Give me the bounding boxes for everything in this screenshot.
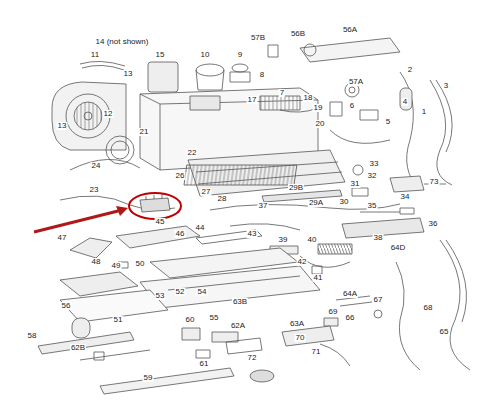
callout-number: 70 <box>295 334 306 342</box>
callout-number: 8 <box>259 71 265 79</box>
callout-number: 42 <box>297 258 308 266</box>
callout-number: 32 <box>367 172 378 180</box>
callout-number: 63A <box>289 320 305 328</box>
callout-number: 60 <box>185 316 196 324</box>
callout-number: 44 <box>195 224 206 232</box>
callout-number: 38 <box>373 234 384 242</box>
callout-number: 62A <box>230 322 246 330</box>
callout-number: 73 <box>429 178 440 186</box>
callout-number: 65 <box>439 328 450 336</box>
callout-number: 67 <box>373 296 384 304</box>
callout-number: 57A <box>348 78 364 86</box>
callout-number: 50 <box>135 260 146 268</box>
callout-number: 57B <box>250 34 266 42</box>
callout-number: 63B <box>232 298 248 306</box>
callout-number: 17 <box>247 96 258 104</box>
callout-number: 68 <box>423 304 434 312</box>
callout-number: 35 <box>367 202 378 210</box>
callout-number: 48 <box>91 258 102 266</box>
callout-number: 5 <box>385 118 391 126</box>
callout-number: 20 <box>315 120 326 128</box>
callout-number: 24 <box>91 162 102 170</box>
callout-number: 47 <box>57 234 68 242</box>
callout-number: 12 <box>103 110 114 118</box>
callout-number: 41 <box>313 274 324 282</box>
callout-number: 14 (not shown) <box>95 38 150 46</box>
callout-number: 29A <box>308 199 324 207</box>
callout-number: 61 <box>199 360 210 368</box>
callout-number: 64A <box>342 290 358 298</box>
callout-number: 26 <box>175 172 186 180</box>
callout-number: 56A <box>342 26 358 34</box>
callout-number: 56B <box>290 30 306 38</box>
callout-number: 28 <box>217 195 228 203</box>
callout-number: 53 <box>155 292 166 300</box>
callout-number: 33 <box>369 160 380 168</box>
callout-number: 22 <box>187 149 198 157</box>
callout-number: 43 <box>247 230 258 238</box>
callout-number: 66 <box>345 314 356 322</box>
arrow-head <box>116 206 128 216</box>
callout-number: 69 <box>328 308 339 316</box>
callout-number: 40 <box>307 236 318 244</box>
callout-number: 19 <box>313 104 324 112</box>
callout-number: 13 <box>57 122 68 130</box>
callout-number: 2 <box>407 66 413 74</box>
callout-number: 10 <box>200 51 211 59</box>
callout-number: 49 <box>111 262 122 270</box>
callout-number: 45 <box>155 218 166 226</box>
callout-number: 29B <box>288 184 304 192</box>
callout-number: 54 <box>197 288 208 296</box>
callout-number: 27 <box>201 188 212 196</box>
callout-number: 31 <box>350 180 361 188</box>
callout-number: 13 <box>123 70 134 78</box>
callout-number: 51 <box>113 316 124 324</box>
callout-number: 1 <box>421 108 427 116</box>
callout-number: 11 <box>90 51 100 59</box>
callout-number: 18 <box>303 94 314 102</box>
callout-number: 72 <box>247 354 258 362</box>
callout-number: 39 <box>278 236 289 244</box>
callout-number: 6 <box>349 102 355 110</box>
callout-number: 71 <box>311 348 322 356</box>
callout-number: 37 <box>258 202 269 210</box>
callout-number: 23 <box>89 186 100 194</box>
callout-number: 59 <box>143 374 154 382</box>
callout-number: 3 <box>443 82 449 90</box>
callout-number: 9 <box>237 51 243 59</box>
highlight-circle <box>129 193 181 219</box>
callout-number: 62B <box>70 344 86 352</box>
callout-number: 4 <box>402 98 408 106</box>
callout-number: 34 <box>400 193 411 201</box>
callout-number: 64D <box>390 244 407 252</box>
callout-number: 52 <box>175 288 186 296</box>
callout-number: 46 <box>175 230 186 238</box>
callout-number: 36 <box>428 220 439 228</box>
callout-number: 58 <box>27 332 38 340</box>
callout-number: 7 <box>279 89 285 97</box>
callout-number: 21 <box>139 128 150 136</box>
callout-number: 30 <box>339 198 350 206</box>
callout-number: 56 <box>61 302 72 310</box>
callout-number: 15 <box>155 51 166 59</box>
callout-number: 55 <box>209 314 220 322</box>
pointer-arrow <box>34 210 122 232</box>
